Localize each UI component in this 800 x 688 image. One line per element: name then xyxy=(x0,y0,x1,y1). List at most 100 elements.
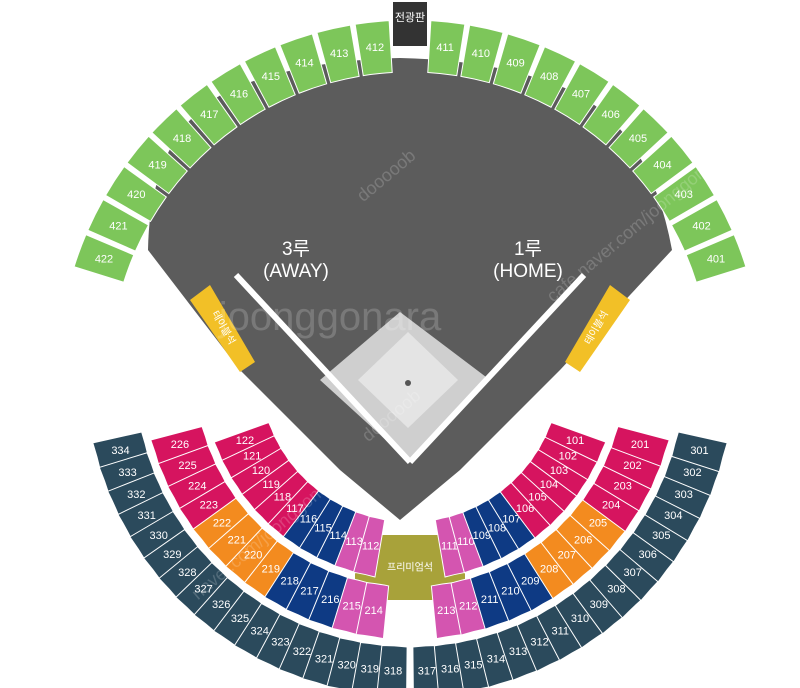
section-label-314: 314 xyxy=(487,653,505,665)
section-301[interactable] xyxy=(671,431,728,473)
section-label-223: 223 xyxy=(200,500,218,512)
section-label-203: 203 xyxy=(614,480,632,492)
section-label-319: 319 xyxy=(361,663,379,675)
section-label-122: 122 xyxy=(236,435,254,447)
section-label-206: 206 xyxy=(574,534,592,546)
section-label-329: 329 xyxy=(163,549,181,561)
section-label-209: 209 xyxy=(521,575,539,587)
section-label-201: 201 xyxy=(631,439,649,451)
section-405[interactable] xyxy=(608,107,669,169)
section-label-107: 107 xyxy=(502,513,520,525)
section-201[interactable] xyxy=(610,425,670,467)
section-421[interactable] xyxy=(87,198,150,252)
section-label-404: 404 xyxy=(653,160,671,172)
foul-line-third xyxy=(233,272,413,465)
section-label-212: 212 xyxy=(459,600,477,612)
section-401[interactable] xyxy=(685,234,747,283)
section-label-406: 406 xyxy=(602,109,620,121)
section-label-219: 219 xyxy=(262,563,280,575)
section-label-415: 415 xyxy=(262,71,280,83)
section-label-308: 308 xyxy=(607,584,625,596)
first-base-label-line2: (HOME) xyxy=(493,261,563,282)
section-label-333: 333 xyxy=(118,467,136,479)
section-420[interactable] xyxy=(104,165,168,223)
section-label-108: 108 xyxy=(488,522,506,534)
section-214[interactable] xyxy=(355,582,390,640)
section-410[interactable] xyxy=(460,24,504,84)
section-403[interactable] xyxy=(652,165,716,223)
section-419[interactable] xyxy=(126,135,188,195)
section-label-307: 307 xyxy=(624,567,642,579)
section-409[interactable] xyxy=(492,33,541,94)
section-101[interactable] xyxy=(544,421,607,464)
section-label-114: 114 xyxy=(329,530,347,542)
section-label-218: 218 xyxy=(281,575,299,587)
playing-field xyxy=(148,58,672,520)
premium-seats[interactable] xyxy=(355,535,465,600)
section-label-121: 121 xyxy=(243,451,261,463)
section-417[interactable] xyxy=(179,83,238,146)
section-label-225: 225 xyxy=(178,460,196,472)
section-label-301: 301 xyxy=(690,445,708,457)
section-label-305: 305 xyxy=(652,530,670,542)
section-label-312: 312 xyxy=(530,637,548,649)
section-label-215: 215 xyxy=(343,600,361,612)
section-label-104: 104 xyxy=(540,479,558,491)
section-label-216: 216 xyxy=(321,594,339,606)
section-label-416: 416 xyxy=(230,88,248,100)
section-415[interactable] xyxy=(243,46,296,108)
section-406[interactable] xyxy=(582,83,641,146)
section-422[interactable] xyxy=(73,234,135,283)
section-label-224: 224 xyxy=(188,480,206,492)
table-seats-right[interactable] xyxy=(565,285,630,372)
section-408[interactable] xyxy=(524,46,577,108)
section-416[interactable] xyxy=(210,63,266,126)
section-418[interactable] xyxy=(151,107,212,169)
section-label-119: 119 xyxy=(262,479,280,491)
section-413[interactable] xyxy=(316,24,360,84)
section-318[interactable] xyxy=(377,645,408,688)
section-label-318: 318 xyxy=(384,666,402,678)
section-label-408: 408 xyxy=(540,71,558,83)
section-112[interactable] xyxy=(352,515,386,578)
section-label-110: 110 xyxy=(457,536,475,548)
section-label-106: 106 xyxy=(516,503,534,515)
section-label-120: 120 xyxy=(252,465,270,477)
section-label-409: 409 xyxy=(506,58,524,70)
pitcher-mound xyxy=(405,380,411,386)
section-label-221: 221 xyxy=(228,534,246,546)
section-label-101: 101 xyxy=(566,435,584,447)
section-label-112: 112 xyxy=(362,541,380,553)
section-407[interactable] xyxy=(554,63,610,126)
section-label-317: 317 xyxy=(418,666,436,678)
section-label-407: 407 xyxy=(572,88,590,100)
section-412[interactable] xyxy=(354,20,393,77)
section-402[interactable] xyxy=(670,198,733,252)
scoreboard-label: 전광판 xyxy=(395,11,425,24)
section-label-401: 401 xyxy=(707,254,725,266)
section-404[interactable] xyxy=(632,135,694,195)
section-label-303: 303 xyxy=(675,489,693,501)
section-label-403: 403 xyxy=(675,189,693,201)
section-label-330: 330 xyxy=(150,530,168,542)
section-label-208: 208 xyxy=(540,563,558,575)
section-label-111: 111 xyxy=(441,541,458,553)
section-label-420: 420 xyxy=(127,189,145,201)
section-label-419: 419 xyxy=(148,160,166,172)
section-label-309: 309 xyxy=(590,599,608,611)
section-label-220: 220 xyxy=(244,550,262,562)
section-411[interactable] xyxy=(427,20,466,77)
table-seats-left[interactable] xyxy=(190,285,255,372)
section-label-405: 405 xyxy=(629,133,647,145)
section-label-204: 204 xyxy=(602,500,620,512)
section-label-207: 207 xyxy=(558,550,576,562)
section-label-325: 325 xyxy=(231,613,249,625)
section-label-410: 410 xyxy=(472,48,490,60)
section-label-302: 302 xyxy=(683,467,701,479)
section-label-217: 217 xyxy=(300,586,318,598)
first-base-label-line1: 1루 xyxy=(514,239,542,260)
third-base-label-line1: 3루 xyxy=(282,239,310,260)
section-label-311: 311 xyxy=(552,626,570,638)
section-414[interactable] xyxy=(279,33,328,94)
